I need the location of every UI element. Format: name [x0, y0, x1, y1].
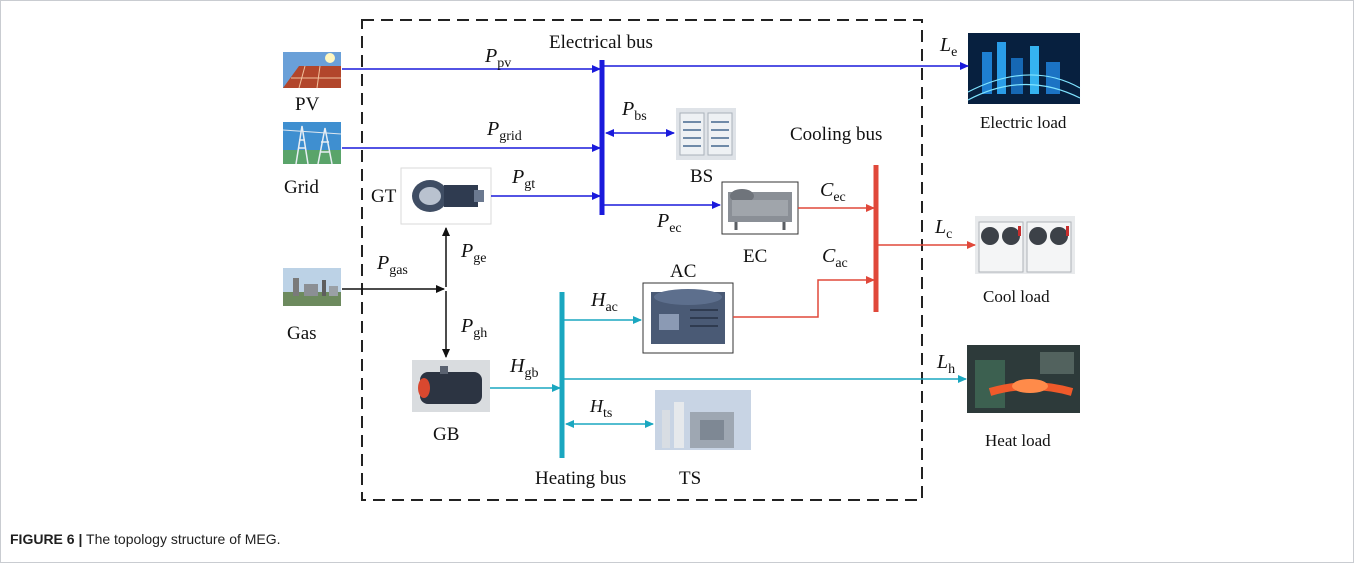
heat-load-label: Heat load	[985, 431, 1051, 450]
gas-turbine-icon	[400, 167, 492, 225]
c-ac-label: Cac	[822, 245, 848, 271]
cac-flow-line	[733, 276, 875, 318]
cool-load-label: Cool load	[983, 287, 1050, 306]
l-h-label: Lh	[936, 351, 955, 377]
h-gb-label: Hgb	[509, 355, 538, 381]
heat-load-icon	[967, 345, 1080, 413]
figure-caption-text: The topology structure of MEG.	[82, 531, 281, 547]
gt-label: GT	[371, 186, 397, 207]
ts-label: TS	[679, 468, 701, 489]
grid-label: Grid	[284, 177, 319, 198]
figure-number: FIGURE 6 |	[10, 531, 83, 547]
figure-caption: FIGURE 6 | The topology structure of MEG…	[10, 531, 281, 547]
h-ac-label: Hac	[590, 289, 618, 315]
p-gas-label: Pgas	[376, 252, 408, 278]
ac-label: AC	[670, 261, 696, 282]
p-grid-label: Pgrid	[486, 118, 522, 144]
c-ec-label: Cec	[820, 179, 846, 205]
gas-plant-icon	[283, 268, 341, 306]
cooling-bus-label: Cooling bus	[790, 124, 882, 145]
p-pv-label: Ppv	[484, 45, 511, 71]
electric-chiller-icon	[721, 181, 799, 235]
cool-load-icon	[975, 216, 1075, 274]
gas-boiler-icon	[412, 360, 490, 412]
p-gh-label: Pgh	[460, 315, 487, 341]
ec-label: EC	[743, 246, 767, 267]
gb-label: GB	[433, 424, 459, 445]
l-e-label: Le	[939, 34, 957, 60]
grid-tower-icon	[282, 122, 342, 165]
bs-label: BS	[690, 166, 713, 187]
thermal-storage-icon	[655, 390, 751, 450]
p-gt-label: Pgt	[511, 166, 535, 192]
pv-label: PV	[295, 94, 320, 115]
p-ec-label: Pec	[656, 210, 682, 236]
h-ts-label: Hts	[589, 396, 612, 421]
p-bs-label: Pbs	[621, 98, 647, 124]
topology-diagram: Electrical bus Cooling bus Heating bus P…	[282, 19, 1081, 501]
pv-panel-icon	[283, 52, 341, 89]
absorption-chiller-icon	[642, 282, 734, 354]
p-ge-label: Pge	[460, 240, 486, 266]
battery-storage-icon	[676, 108, 736, 160]
electric-load-icon	[967, 33, 1081, 104]
heating-bus-label: Heating bus	[535, 468, 626, 489]
electrical-bus-label: Electrical bus	[549, 32, 653, 53]
meg-boundary	[361, 19, 923, 501]
gas-label: Gas	[287, 323, 317, 344]
l-c-label: Lc	[934, 216, 952, 242]
electric-load-label: Electric load	[980, 113, 1067, 132]
